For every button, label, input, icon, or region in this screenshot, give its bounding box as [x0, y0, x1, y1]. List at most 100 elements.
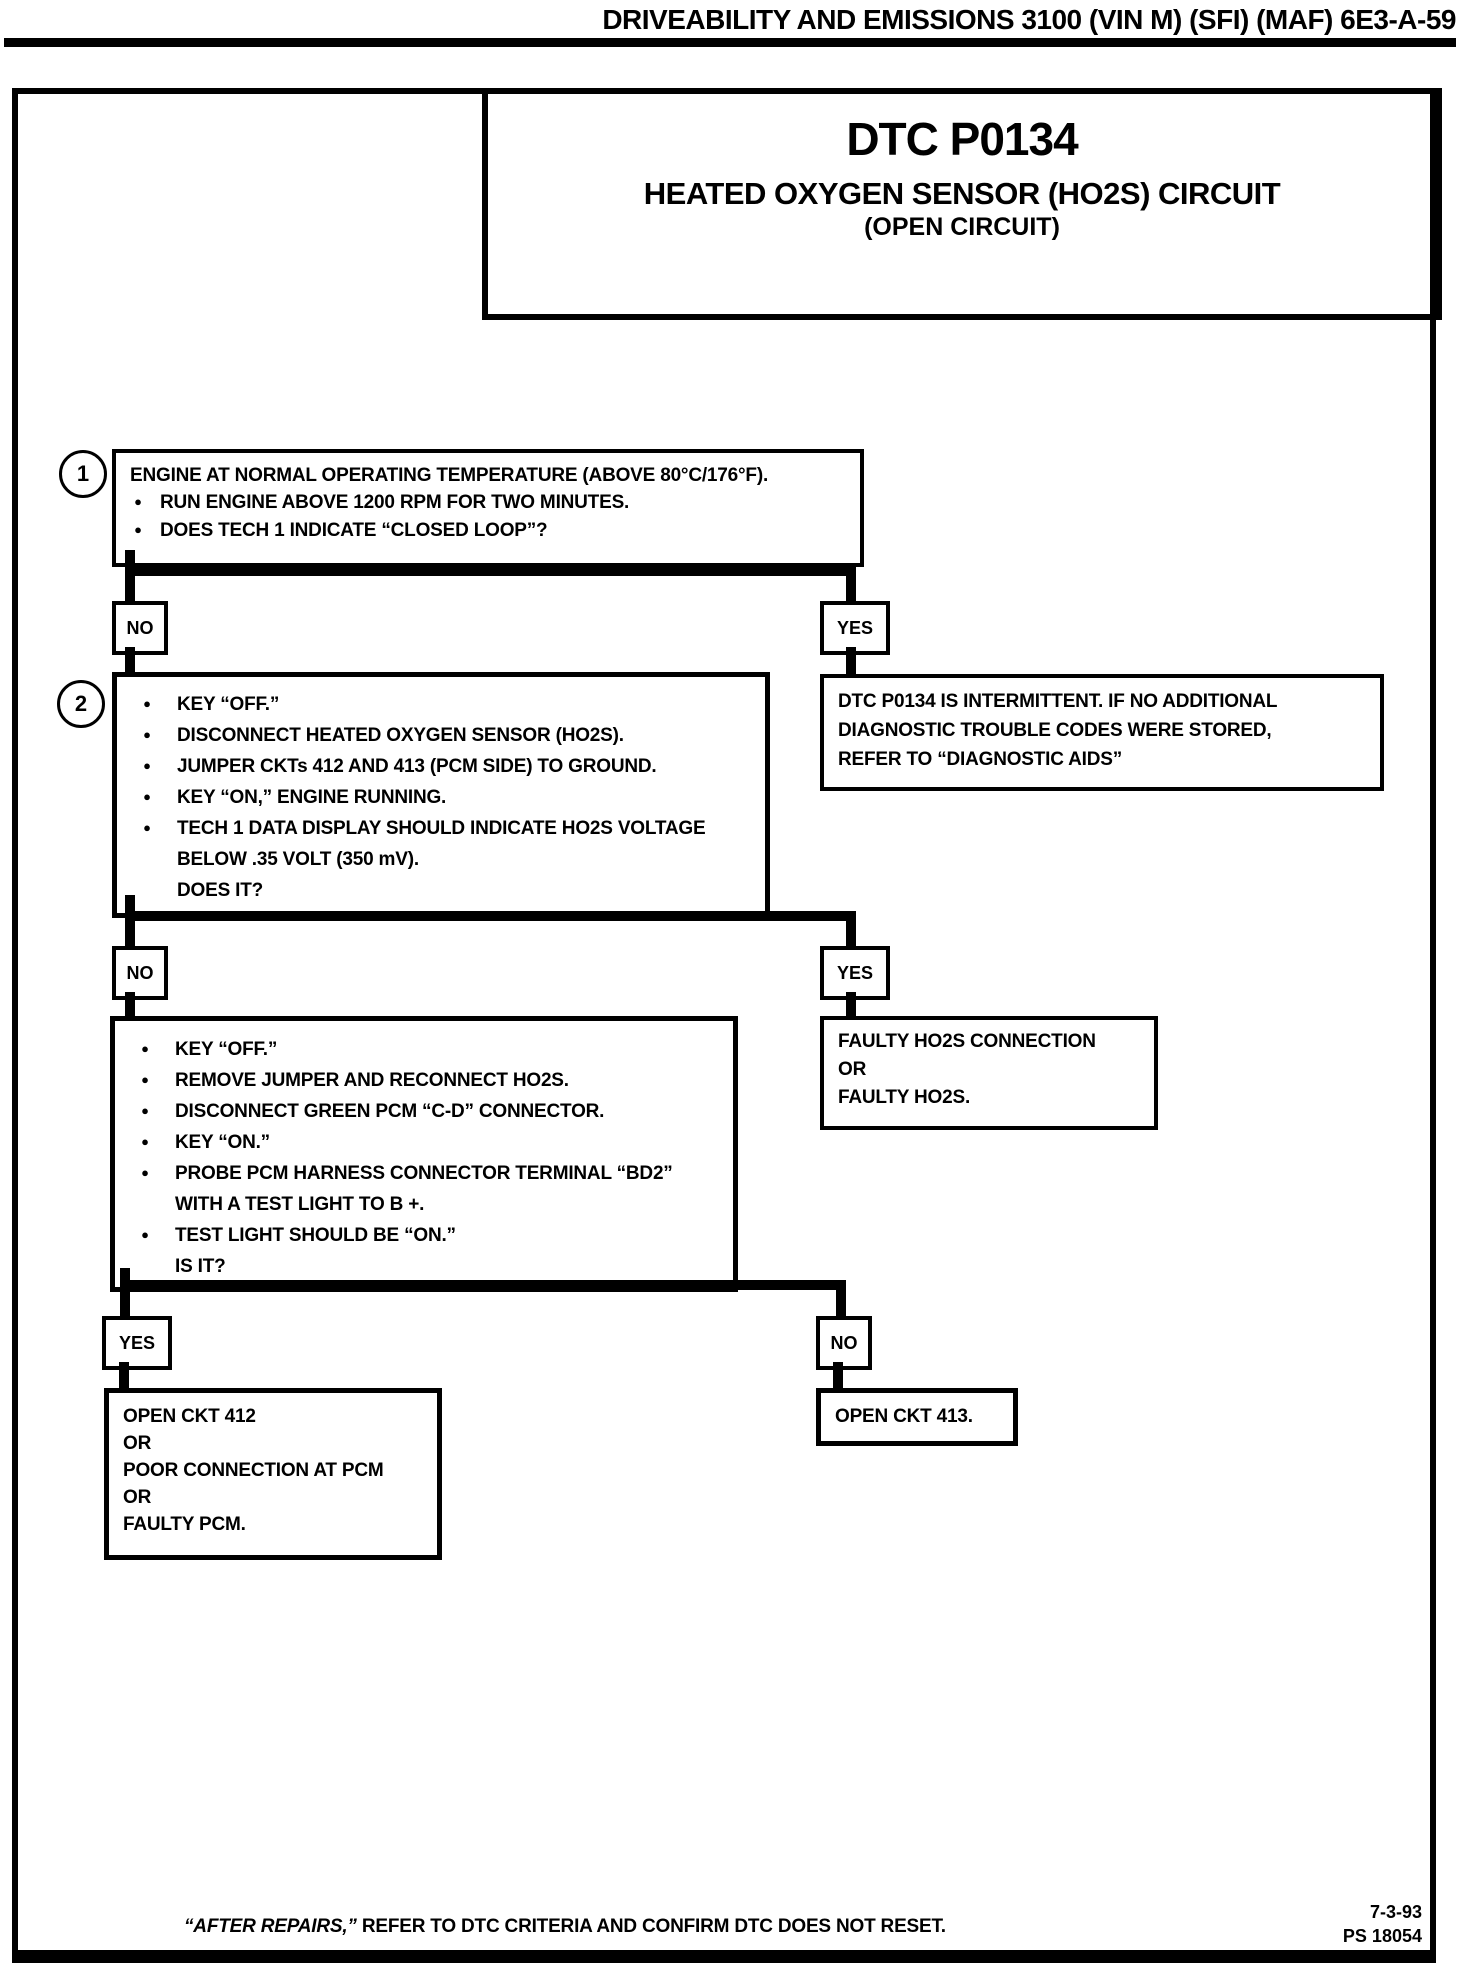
connector-line — [846, 647, 856, 675]
bullet-icon: ● — [141, 1165, 149, 1180]
connector-line — [119, 1362, 129, 1388]
step-1-box: ENGINE AT NORMAL OPERATING TEMPERATURE (… — [112, 449, 864, 567]
step-line-text: KEY “ON,” ENGINE RUNNING. — [177, 787, 447, 808]
bullet-icon: ● — [141, 1072, 149, 1087]
bullet-icon: ● — [143, 696, 151, 711]
footer-note: “AFTER REPAIRS,” REFER TO DTC CRITERIA A… — [184, 1916, 946, 1938]
connector-line — [833, 1362, 843, 1388]
bullet-icon: ● — [141, 1041, 149, 1056]
page-header-text: DRIVEABILITY AND EMISSIONS 3100 (VIN M) … — [602, 4, 1456, 35]
decision-3-yes: YES — [102, 1316, 172, 1370]
step-3-line: ● IS IT? — [115, 1252, 733, 1283]
result-intermittent-box: DTC P0134 IS INTERMITTENT. IF NO ADDITIO… — [820, 674, 1384, 791]
step-line-text: REMOVE JUMPER AND RECONNECT HO2S. — [175, 1070, 569, 1091]
step-1-heading: ENGINE AT NORMAL OPERATING TEMPERATURE (… — [130, 465, 769, 486]
step-2-line: ● DISCONNECT HEATED OXYGEN SENSOR (HO2S)… — [117, 721, 765, 752]
step-3-line: ● KEY “ON.” — [115, 1128, 733, 1159]
step-2-number: 2 — [57, 680, 105, 728]
connector-line — [125, 992, 135, 1017]
step-line-text: KEY “OFF.” — [175, 1039, 278, 1060]
connector-line — [125, 911, 856, 921]
bullet-icon: ● — [143, 727, 151, 742]
step-3-line: ● TEST LIGHT SHOULD BE “ON.” — [115, 1221, 733, 1252]
bullet-icon: ● — [143, 820, 151, 835]
step-1-line: ● RUN ENGINE ABOVE 1200 RPM FOR TWO MINU… — [116, 489, 860, 517]
footer-id-block: 7-3-93 PS 18054 — [1343, 1900, 1422, 1948]
result-line: OR — [123, 1487, 152, 1508]
step-2-line: ● KEY “OFF.” — [117, 690, 765, 721]
step-2-box: ● KEY “OFF.” ● DISCONNECT HEATED OXYGEN … — [112, 672, 770, 918]
result-line: FAULTY PCM. — [123, 1514, 246, 1535]
result-open-ckt-412-box: OPEN CKT 412 OR POOR CONNECTION AT PCM O… — [104, 1388, 442, 1560]
step-3-line: ● WITH A TEST LIGHT TO B +. — [115, 1190, 733, 1221]
page-header: DRIVEABILITY AND EMISSIONS 3100 (VIN M) … — [0, 4, 1456, 36]
decision-3-no: NO — [816, 1316, 872, 1370]
footer-date: 7-3-93 — [1369, 1902, 1422, 1922]
step-line-text: TEST LIGHT SHOULD BE “ON.” — [175, 1225, 456, 1246]
connector-line — [125, 566, 856, 576]
connector-line — [125, 550, 135, 602]
bullet-icon: ● — [141, 1103, 149, 1118]
step-3-line: ● KEY “OFF.” — [115, 1035, 733, 1066]
step-line-text: WITH A TEST LIGHT TO B +. — [175, 1194, 425, 1215]
step-line-text: DISCONNECT GREEN PCM “C-D” CONNECTOR. — [175, 1101, 605, 1122]
step-3-line: ● PROBE PCM HARNESS CONNECTOR TERMINAL “… — [115, 1159, 733, 1190]
step-2-line: ● KEY “ON,” ENGINE RUNNING. — [117, 783, 765, 814]
step-line-text: PROBE PCM HARNESS CONNECTOR TERMINAL “BD… — [175, 1163, 673, 1184]
step-line-text: RUN ENGINE ABOVE 1200 RPM FOR TWO MINUTE… — [160, 492, 630, 513]
bullet-icon: ● — [141, 1227, 149, 1242]
dtc-title-box: DTC P0134 HEATED OXYGEN SENSOR (HO2S) CI… — [482, 88, 1442, 320]
step-1-line: ● DOES TECH 1 INDICATE “CLOSED LOOP”? — [116, 517, 860, 545]
footer-note-text: REFER TO DTC CRITERIA AND CONFIRM DTC DO… — [356, 1916, 946, 1937]
result-line: POOR CONNECTION AT PCM — [123, 1460, 384, 1481]
footer-doc-code: PS 18054 — [1342, 1926, 1422, 1946]
result-line: OR — [838, 1059, 867, 1080]
step-line-text: BELOW .35 VOLT (350 mV). — [177, 849, 419, 870]
step-3-line: ● REMOVE JUMPER AND RECONNECT HO2S. — [115, 1066, 733, 1097]
step-3-line: ● DISCONNECT GREEN PCM “C-D” CONNECTOR. — [115, 1097, 733, 1128]
connector-line — [120, 1280, 846, 1290]
result-line: FAULTY HO2S CONNECTION — [838, 1031, 1096, 1052]
step-line-text: DISCONNECT HEATED OXYGEN SENSOR (HO2S). — [177, 725, 624, 746]
result-line: OR — [123, 1433, 152, 1454]
connector-line — [120, 1268, 130, 1316]
result-line: OPEN CKT 413. — [835, 1406, 973, 1427]
step-line-text: DOES TECH 1 INDICATE “CLOSED LOOP”? — [160, 520, 548, 541]
step-line-text: TECH 1 DATA DISPLAY SHOULD INDICATE HO2S… — [177, 818, 706, 839]
step-2-line: ● TECH 1 DATA DISPLAY SHOULD INDICATE HO… — [117, 814, 765, 845]
connector-line — [846, 992, 856, 1017]
decision-2-no: NO — [112, 946, 168, 1000]
decision-1-no: NO — [112, 601, 168, 655]
step-line-text: DOES IT? — [177, 880, 264, 901]
dtc-code: DTC P0134 — [846, 113, 1078, 165]
result-line: REFER TO “DIAGNOSTIC AIDS” — [838, 749, 1123, 770]
bullet-icon: ● — [134, 494, 142, 509]
step-line-text: JUMPER CKTs 412 AND 413 (PCM SIDE) TO GR… — [177, 756, 657, 777]
step-2-line: ● JUMPER CKTs 412 AND 413 (PCM SIDE) TO … — [117, 752, 765, 783]
result-line: FAULTY HO2S. — [838, 1087, 971, 1108]
dtc-name: HEATED OXYGEN SENSOR (HO2S) CIRCUIT — [643, 176, 1281, 211]
result-open-ckt-413-box: OPEN CKT 413. — [816, 1388, 1018, 1446]
connector-line — [846, 911, 856, 947]
result-line: DTC P0134 IS INTERMITTENT. IF NO ADDITIO… — [838, 691, 1278, 712]
step-2-line: ● BELOW .35 VOLT (350 mV). — [117, 845, 765, 876]
result-line: DIAGNOSTIC TROUBLE CODES WERE STORED, — [838, 720, 1272, 741]
bullet-icon: ● — [143, 789, 151, 804]
result-line: OPEN CKT 412 — [123, 1406, 256, 1427]
step-line-text: IS IT? — [175, 1256, 226, 1277]
connector-line — [125, 647, 135, 673]
result-faulty-ho2s-box: FAULTY HO2S CONNECTION OR FAULTY HO2S. — [820, 1016, 1158, 1130]
step-1-number: 1 — [59, 450, 107, 498]
header-rule — [4, 38, 1456, 47]
bullet-icon: ● — [143, 758, 151, 773]
connector-line — [846, 566, 856, 602]
footer-note-emphasis: “AFTER REPAIRS,” — [184, 1916, 357, 1937]
step-line-text: KEY “OFF.” — [177, 694, 280, 715]
step-3-box: ● KEY “OFF.” ● REMOVE JUMPER AND RECONNE… — [110, 1016, 738, 1292]
connector-line — [836, 1280, 846, 1316]
step-line-text: KEY “ON.” — [175, 1132, 270, 1153]
dtc-subname: (OPEN CIRCUIT) — [864, 213, 1060, 241]
step-2-line: ● DOES IT? — [117, 876, 765, 907]
bullet-icon: ● — [134, 522, 142, 537]
